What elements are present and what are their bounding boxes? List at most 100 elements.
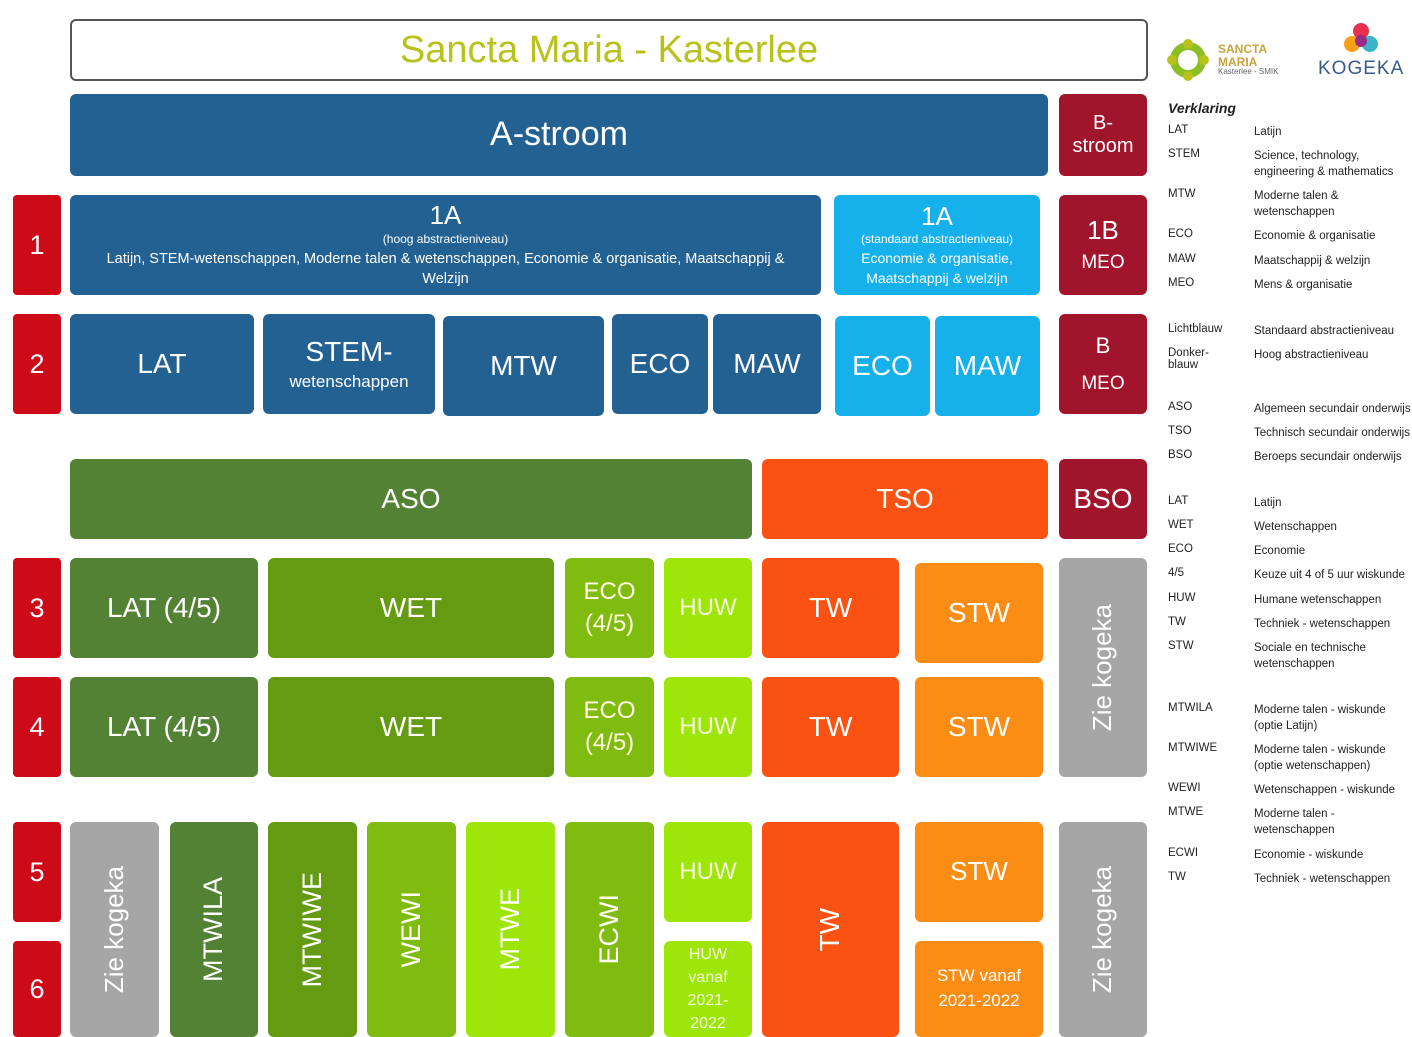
kogeka-logo: KOGEKA xyxy=(1318,22,1404,80)
year-4: 4 xyxy=(13,677,61,777)
legend-desc: Keuze uit 4 of 5 uur wiskunde xyxy=(1254,569,1405,582)
legend-desc: Humane wetenschappen xyxy=(1254,593,1382,606)
y56-zie-kogeka-bso: Zie kogeka xyxy=(1059,822,1147,1037)
legend-row: WET Wetenschappen xyxy=(1168,519,1412,535)
y34-zie-kogeka-text: Zie kogeka xyxy=(1087,603,1118,732)
logo-text-1: SANCTA xyxy=(1218,42,1268,57)
y4-lat: LAT (4/5) xyxy=(70,677,258,777)
y2-maw: MAW xyxy=(713,314,821,414)
y56-wewi-text: WEWI xyxy=(395,891,426,968)
legend-desc: Mens & organisatie xyxy=(1254,278,1353,291)
legend-abbr: TSO xyxy=(1168,424,1192,437)
y34-zie-kogeka: Zie kogeka xyxy=(1059,558,1147,777)
sancta-maria-logo: SANCTA MARIA Kasterlee - SMIK xyxy=(1166,38,1278,82)
1a-hoog-sub: (hoog abstractieniveau) xyxy=(382,231,509,246)
1b-title: 1B xyxy=(1087,215,1119,246)
legend-abbr: MAW xyxy=(1168,252,1196,265)
legend-desc: Algemeen secundair onderwijs xyxy=(1254,402,1411,415)
legend-desc: Moderne talen - wiskunde (optie Latijn) xyxy=(1254,703,1386,732)
legend-abbr: HUW xyxy=(1168,591,1196,604)
kogeka-text: KOGEKA xyxy=(1318,58,1405,79)
legend-abbr: MEO xyxy=(1168,276,1195,289)
legend-abbr: LAT xyxy=(1168,124,1189,136)
legend-desc: Techniek - wetenschappen xyxy=(1254,617,1391,630)
legend-desc: Economie - wiskunde xyxy=(1254,848,1364,861)
year-5: 5 xyxy=(13,822,61,922)
y2-lat: LAT xyxy=(70,314,254,414)
legend-abbr: MTWIWE xyxy=(1168,742,1218,755)
legend-abbr: BSO xyxy=(1168,449,1193,462)
legend-desc: Sociale en technische wetenschappen xyxy=(1254,641,1366,670)
legend-desc: Latijn xyxy=(1254,497,1282,510)
legend-row: LAT Latijn xyxy=(1168,495,1412,511)
year-6: 6 xyxy=(13,941,61,1037)
year-1: 1 xyxy=(13,195,61,295)
legend-abbr: Lichtblauw xyxy=(1168,322,1223,335)
y3-stw: STW xyxy=(915,563,1043,663)
y3-wet: WET xyxy=(268,558,554,658)
legend-heading: Verklaring xyxy=(1168,100,1236,116)
legend-abbr: TW xyxy=(1168,615,1186,628)
legend-row: ECWI Economie - wiskunde xyxy=(1168,847,1412,863)
legend-abbr: 4/5 xyxy=(1168,567,1184,580)
legend-desc: Economie & organisatie xyxy=(1254,230,1376,243)
y56-ecwi: ECWI xyxy=(565,822,654,1037)
flower-icon xyxy=(1167,39,1209,81)
y3-tw: TW xyxy=(762,558,899,658)
y3-eco-line1: ECO xyxy=(583,578,636,606)
y2-b-line2: MEO xyxy=(1081,372,1125,394)
y4-tw: TW xyxy=(762,677,899,777)
legend-desc: Wetenschappen xyxy=(1254,521,1337,534)
legend-desc: Moderne talen - wiskunde (optie wetensch… xyxy=(1254,744,1386,773)
legend-row: MTWILA Moderne talen - wiskunde (optie La… xyxy=(1168,702,1412,734)
logo-text-2: MARIA xyxy=(1218,54,1258,69)
legend-abbr: ECWI xyxy=(1168,846,1199,859)
y2-stem: STEM- wetenschappen xyxy=(263,314,435,414)
b-stroom: B- stroom xyxy=(1059,94,1147,176)
1a-hoog-title: 1A xyxy=(429,199,462,230)
legend-abbr: WET xyxy=(1168,519,1194,532)
y56-tw-text: TW xyxy=(814,907,846,952)
a-stroom: A-stroom xyxy=(70,94,1048,176)
legend-abbr: STEM xyxy=(1168,148,1200,161)
y56-mtwila-text: MTWILA xyxy=(198,877,229,982)
legend-desc: Techniek - wetenschappen xyxy=(1254,872,1391,885)
1b-sub: MEO xyxy=(1081,252,1125,274)
1a-std-title: 1A xyxy=(921,200,953,231)
y2-mtw: MTW xyxy=(443,316,604,416)
y56-zie-kogeka-text: Zie kogeka xyxy=(98,865,129,994)
1a-std-body: Economie & organisatie, Maatschappij & w… xyxy=(861,250,1013,286)
1a-hoog-body: Latijn, STEM-wetenschappen, Moderne tale… xyxy=(106,250,785,287)
legend-desc: Hoog abstractieniveau xyxy=(1254,348,1369,361)
legend-desc: Beroeps secundair onderwijs xyxy=(1254,451,1402,464)
y3-eco: ECO (4/5) xyxy=(565,558,654,658)
y2-b-meo: B MEO xyxy=(1059,314,1147,414)
y2-eco-std: ECO xyxy=(835,316,930,416)
legend-abbr: MTWILA xyxy=(1168,701,1213,714)
legend-row: BSO Beroeps secundair onderwijs xyxy=(1168,449,1412,465)
y56-wewi: WEWI xyxy=(367,822,456,1037)
kogeka-icon xyxy=(1344,23,1379,52)
bso-header: BSO xyxy=(1059,459,1147,539)
legend-row: MEO Mens & organisatie xyxy=(1168,277,1412,293)
y4-eco-line1: ECO xyxy=(583,697,636,725)
legend-row: TW Techniek - wetenschappen xyxy=(1168,616,1412,632)
legend-abbr: ECO xyxy=(1168,543,1193,556)
legend-abbr: LAT xyxy=(1168,495,1189,508)
legend-desc: Moderne talen - wetenschappen xyxy=(1254,808,1335,837)
y56-mtwila: MTWILA xyxy=(170,822,258,1037)
y3-eco-line2: (4/5) xyxy=(584,610,635,637)
legend-desc: Latijn xyxy=(1254,126,1282,138)
y4-wet: WET xyxy=(268,677,554,777)
y4-eco-line2: (4/5) xyxy=(584,729,635,756)
1a-hoog: 1A (hoog abstractieniveau) Latijn, STEM-… xyxy=(70,195,821,295)
y5-stw: STW xyxy=(915,822,1043,922)
legend-desc: Technisch secundair onderwijs xyxy=(1254,426,1410,439)
y3-lat: LAT (4/5) xyxy=(70,558,258,658)
